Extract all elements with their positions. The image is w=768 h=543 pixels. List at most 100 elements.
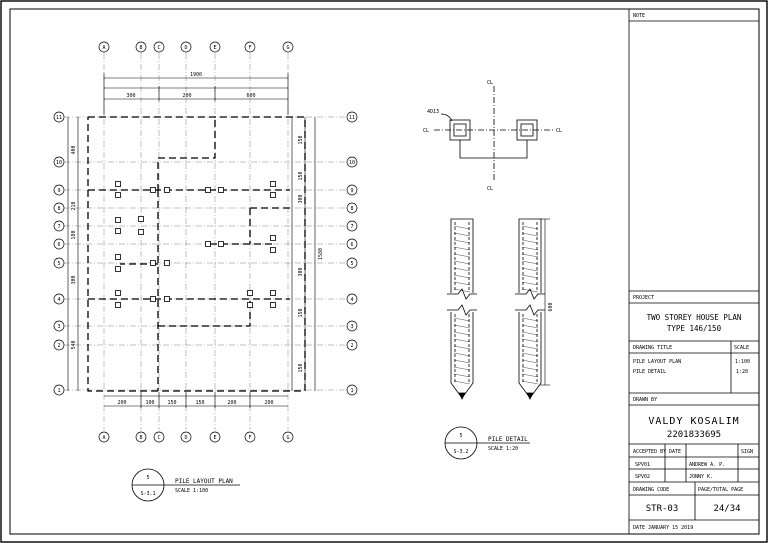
dim-bottom: 200 [227, 400, 236, 406]
pile-marker [115, 302, 121, 308]
grid-bubble-1 [53, 384, 65, 396]
pile-length-dim [540, 218, 550, 386]
pile-stirrup [453, 239, 471, 244]
dim-overall-top: 1900 [190, 72, 202, 78]
pile-tip [526, 392, 534, 400]
pile-marker [115, 266, 121, 272]
grid-label-9: 9 [57, 188, 60, 194]
project-name-line2: TYPE 146/150 [667, 324, 722, 333]
grid-label-E: E [213, 45, 216, 51]
note-label: NOTE [633, 13, 645, 19]
grid-label-G: G [286, 45, 289, 51]
pile-marker [270, 181, 276, 187]
grid-bubble-B [135, 41, 147, 53]
dim-right: 150 [298, 171, 304, 180]
pile-stirrup [453, 260, 471, 265]
pile-stirrup [521, 260, 539, 265]
dim-right: 150 [298, 363, 304, 372]
sign-column-label: SIGN [741, 449, 753, 455]
grid-bubble-2 [346, 339, 358, 351]
pile-shaft-upper [450, 218, 474, 293]
grid-bubble-4 [346, 293, 358, 305]
dim-right: 300 [298, 267, 304, 276]
dim-bottom: 200 [117, 400, 126, 406]
dim-left: 300 [71, 275, 77, 284]
pile-marker [115, 254, 121, 260]
pile-marker [150, 296, 156, 302]
grid-bubble-2 [53, 339, 65, 351]
grid-bubble-8 [346, 202, 358, 214]
dim-right: 150 [298, 308, 304, 317]
detail-label-title: PILE DETAIL [488, 436, 528, 443]
drawing-title-label: DRAWING TITLE [633, 345, 672, 351]
pile-stirrup [521, 239, 539, 244]
grid-label-7: 7 [350, 224, 353, 230]
detail-label-scale: SCALE 1:20 [488, 446, 518, 452]
grid-bubble-1 [346, 384, 358, 396]
grid-label-10: 10 [56, 160, 62, 166]
grid-bubble-A [98, 431, 110, 443]
grid-label-F: F [248, 435, 251, 441]
dim-left: 400 [71, 145, 77, 154]
grid-label-4: 4 [350, 297, 353, 303]
pile-break-bottom [447, 304, 477, 316]
pile-stirrup [521, 359, 539, 364]
grid-label-B: B [139, 45, 142, 51]
grid-bubble-10 [346, 156, 358, 168]
accepted-person-1: ANDREW A. P. [689, 462, 725, 468]
pile-marker [138, 216, 144, 222]
pile-tip [458, 392, 466, 400]
dim-bottom: 150 [167, 400, 176, 406]
page-value: 24/34 [713, 504, 740, 514]
grid-label-11: 11 [349, 115, 355, 121]
pile-stirrup [521, 232, 539, 237]
grid-bubble-9 [346, 184, 358, 196]
pile-marker [247, 302, 253, 308]
drawn-by-name: VALDY KOSALIM [648, 416, 739, 427]
grid-label-D: D [184, 435, 187, 441]
pile-marker [270, 235, 276, 241]
pile-stirrup [453, 345, 471, 350]
plan-label-title: PILE LAYOUT PLAN [175, 478, 233, 485]
grid-label-10: 10 [349, 160, 355, 166]
pile-marker [218, 187, 224, 193]
pile-marker [205, 187, 211, 193]
pile-stirrup [453, 352, 471, 357]
grid-label-2: 2 [57, 343, 60, 349]
grid-label-4: 4 [57, 297, 60, 303]
grid-bubble-D [180, 431, 192, 443]
grid-bubble-3 [53, 320, 65, 332]
grid-bubble-7 [53, 220, 65, 232]
pile-stirrup [453, 246, 471, 251]
grid-bubble-4 [53, 293, 65, 305]
pile-stirrup [453, 281, 471, 286]
grid-bubble-B [135, 431, 147, 443]
grid-label-F: F [248, 45, 251, 51]
pile-stirrup [521, 225, 539, 230]
pile-stirrup [453, 267, 471, 272]
grid-bubble-6 [346, 238, 358, 250]
pile-stirrup [453, 331, 471, 336]
pile-stirrup [521, 324, 539, 329]
grid-bubble-E [209, 41, 221, 53]
pile-marker [115, 181, 121, 187]
pile-stirrup [453, 324, 471, 329]
grid-label-1: 1 [57, 388, 60, 394]
pile-marker [150, 260, 156, 266]
accepted-by-label: ACCEPTED BY [633, 449, 666, 455]
drawing-title-2: PILE DETAIL [633, 369, 666, 375]
detail-label-number: 5 [459, 433, 462, 439]
pile-marker [150, 187, 156, 193]
grid-label-1: 1 [350, 388, 353, 394]
plan-label-scale: SCALE 1:100 [175, 488, 208, 494]
cl-bottom: CL [487, 186, 493, 192]
drawn-by-id: 2201833695 [667, 430, 721, 440]
grid-bubble-A [98, 41, 110, 53]
grid-bubble-G [282, 431, 294, 443]
pile-stirrup [453, 253, 471, 258]
date-line: DATE JANUARY 15 2019 [633, 525, 693, 531]
grid-bubble-8 [53, 202, 65, 214]
